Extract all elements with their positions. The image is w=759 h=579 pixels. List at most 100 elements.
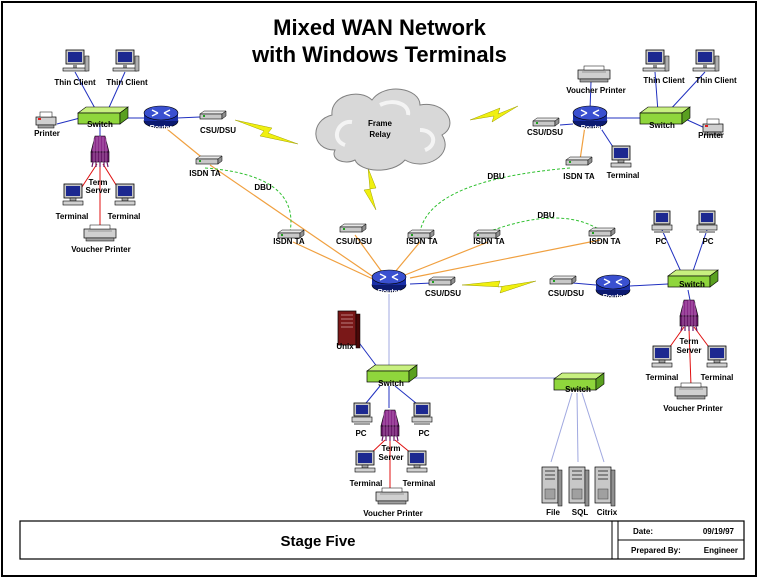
terminal-icon xyxy=(354,450,376,473)
term-label: Term xyxy=(89,178,108,187)
switch-label: Switch xyxy=(87,120,113,129)
voucher-printer-label: Voucher Printer xyxy=(566,86,625,95)
isdn-ta-label: ISDN TA xyxy=(563,172,595,181)
terminal-icon xyxy=(706,345,728,368)
csu-dsu-label: CSU/DSU xyxy=(548,289,584,298)
csu-dsu-icon xyxy=(549,275,577,285)
terminal-label: Terminal xyxy=(701,373,734,382)
isdn-ta-label: ISDN TA xyxy=(273,237,305,246)
isdn-ta-icon xyxy=(195,155,223,165)
voucher-printer-label: Voucher Printer xyxy=(71,245,130,254)
cloud-label-2: Relay xyxy=(369,130,391,139)
site-lower-center: Unix Switch PC PC Term Server Terminal T… xyxy=(336,310,436,518)
voucher-printer-icon xyxy=(83,224,117,242)
server-label: Server xyxy=(379,453,404,462)
term-server-icon xyxy=(90,135,110,168)
sql-label: SQL xyxy=(572,508,589,517)
frame-relay-cloud: Frame Relay xyxy=(315,88,451,171)
pc-icon xyxy=(411,402,433,426)
isdn-ta-icon xyxy=(565,156,593,166)
terminal-label: Terminal xyxy=(350,479,383,488)
switch-label: Switch xyxy=(565,385,591,394)
thin-client-label: Thin Client xyxy=(54,78,96,87)
site-servers: Switch File SQL Citrix xyxy=(541,372,618,517)
voucher-printer-label: Voucher Printer xyxy=(363,509,422,518)
terminal-label: Terminal xyxy=(403,479,436,488)
csu-dsu-icon xyxy=(532,117,560,127)
terminal-label: Terminal xyxy=(56,212,89,221)
title-block: Stage Five Date: 09/19/97 Prepared By: E… xyxy=(19,520,745,560)
term-server-icon xyxy=(679,299,699,332)
title-line-2: with Windows Terminals xyxy=(252,42,507,67)
date-value: 09/19/97 xyxy=(703,527,735,536)
router-label: Router xyxy=(378,289,401,296)
isdn-ta-label: ISDN TA xyxy=(189,169,221,178)
switch-label: Switch xyxy=(679,280,705,289)
terminal-label: Terminal xyxy=(646,373,679,382)
site-right: Router PC PC Switch Term Server Terminal… xyxy=(595,210,734,413)
printer-label: Printer xyxy=(34,129,60,138)
lightning-bolts xyxy=(234,105,537,294)
title-line-1: Mixed WAN Network xyxy=(273,15,486,40)
printer-label: Printer xyxy=(698,131,724,140)
thin-client-icon xyxy=(62,49,90,72)
pc-icon xyxy=(651,210,673,234)
thin-client-label: Thin Client xyxy=(695,76,737,85)
switch-label: Switch xyxy=(378,379,404,388)
server-label: Server xyxy=(86,186,111,195)
prepared-by-label: Prepared By: xyxy=(631,546,681,555)
site-hub: ISDN TA CSU/DSU ISDN TA ISDN TA DBU ISDN… xyxy=(273,211,621,298)
voucher-printer-icon xyxy=(577,65,611,83)
csu-dsu-label: CSU/DSU xyxy=(200,126,236,135)
dbu-label: DBU xyxy=(537,211,555,220)
term-server-icon xyxy=(380,409,400,442)
printer-icon xyxy=(35,111,57,129)
router-label: Router xyxy=(581,125,604,132)
csu-dsu-icon xyxy=(339,223,367,233)
file-label: File xyxy=(546,508,560,517)
pc-label: PC xyxy=(418,429,429,438)
unix-label: Unix xyxy=(336,342,354,351)
pc-icon xyxy=(696,210,718,234)
csu-dsu-label: CSU/DSU xyxy=(336,237,372,246)
sql-server-icon xyxy=(568,466,590,507)
isdn-ta-label: ISDN TA xyxy=(473,237,505,246)
isdn-ta-label: ISDN TA xyxy=(406,237,438,246)
csu-dsu-label: CSU/DSU xyxy=(527,128,563,137)
site-top-left: Thin Client Thin Client Printer Switch R… xyxy=(34,49,272,254)
csu-dsu-icon xyxy=(199,110,227,120)
pc-label: PC xyxy=(355,429,366,438)
thin-client-label: Thin Client xyxy=(106,78,148,87)
thin-client-icon xyxy=(112,49,140,72)
stage-title: Stage Five xyxy=(280,533,355,550)
isdn-ta-icon xyxy=(588,227,616,237)
server-label: Server xyxy=(677,346,702,355)
switch-label: Switch xyxy=(649,121,675,130)
csu-dsu-icon xyxy=(428,276,456,286)
router-label: Router xyxy=(603,294,626,301)
terminal-icon xyxy=(62,183,84,206)
dbu-label: DBU xyxy=(254,183,272,192)
terminal-label: Terminal xyxy=(607,171,640,180)
pc-label: PC xyxy=(655,237,666,246)
date-label: Date: xyxy=(633,527,653,536)
voucher-printer-label: Voucher Printer xyxy=(663,404,722,413)
diagram-title: Mixed WAN Network with Windows Terminals xyxy=(0,14,759,68)
csu-dsu-label: CSU/DSU xyxy=(425,289,461,298)
cloud-label-1: Frame xyxy=(368,119,393,128)
file-server-icon xyxy=(541,466,563,507)
voucher-printer-icon xyxy=(375,487,409,505)
terminal-icon xyxy=(406,450,428,473)
prepared-by-value: Engineer xyxy=(704,546,738,555)
terminal-label: Terminal xyxy=(108,212,141,221)
thin-client-icon xyxy=(642,49,670,72)
thin-client-label: Thin Client xyxy=(643,76,685,85)
thin-client-icon xyxy=(692,49,720,72)
site-top-right: Voucher Printer Thin Client Thin Client … xyxy=(487,49,737,181)
terminal-icon xyxy=(114,183,136,206)
router-label: Router xyxy=(150,125,173,132)
term-label: Term xyxy=(382,444,401,453)
dbu-label: DBU xyxy=(487,172,505,181)
term-label: Term xyxy=(680,337,699,346)
